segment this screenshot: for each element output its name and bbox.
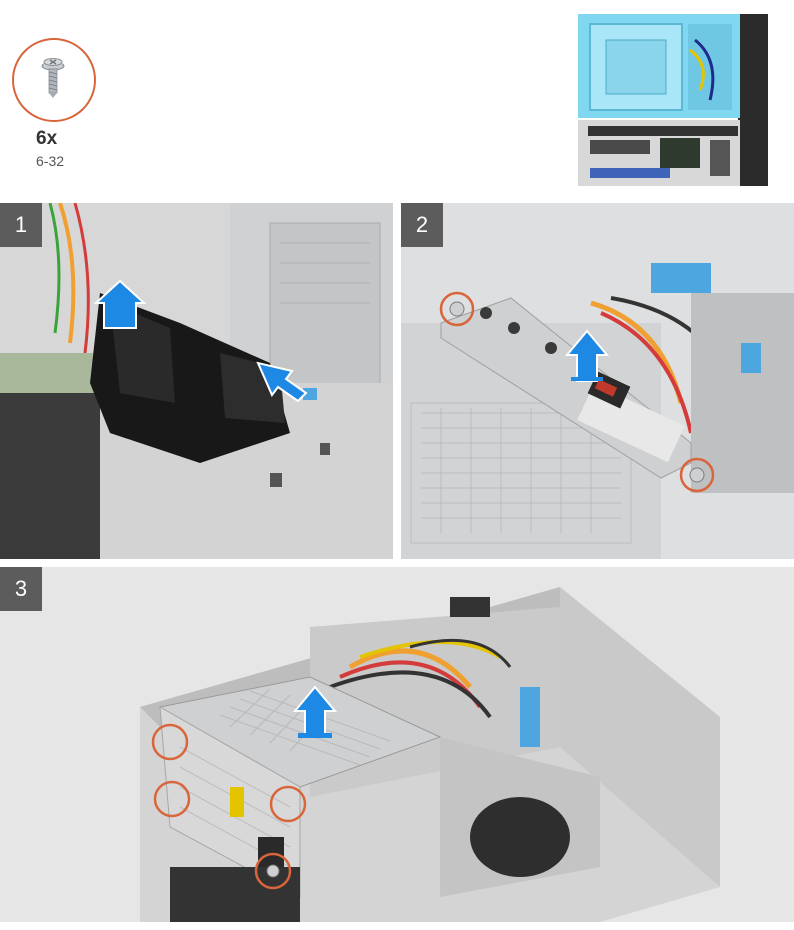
step-1-badge: 1 bbox=[0, 203, 42, 247]
step-2-badge: 2 bbox=[401, 203, 443, 247]
screw-icon bbox=[14, 40, 93, 119]
step-1-illustration bbox=[0, 203, 393, 559]
step-3-panel: 3 bbox=[0, 567, 794, 922]
overview-thumbnail bbox=[570, 10, 774, 190]
screw-size: 6-32 bbox=[36, 153, 64, 169]
step-2-panel: 2 bbox=[401, 203, 794, 559]
screw-quantity: 6x bbox=[36, 128, 57, 150]
step-2-illustration bbox=[401, 203, 794, 559]
step-3-illustration bbox=[0, 567, 794, 922]
step-1-panel: 1 bbox=[0, 203, 393, 559]
step-3-badge: 3 bbox=[0, 567, 42, 611]
screw-callout bbox=[12, 38, 96, 122]
